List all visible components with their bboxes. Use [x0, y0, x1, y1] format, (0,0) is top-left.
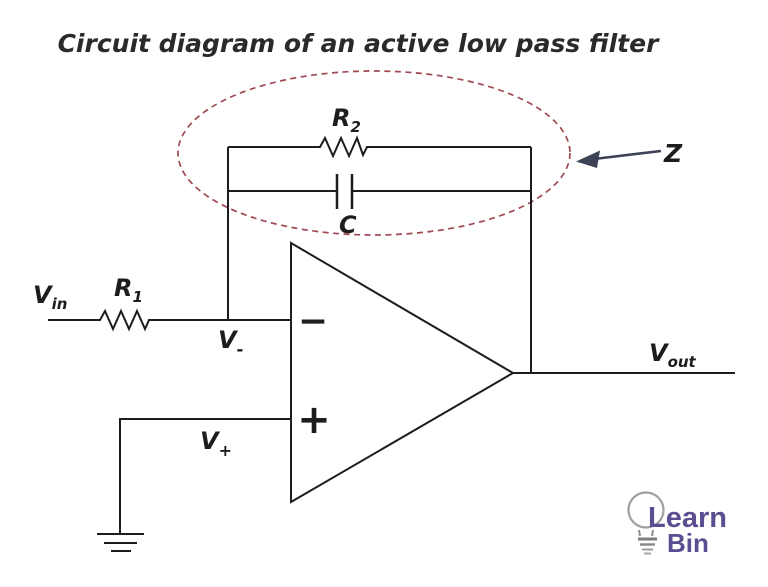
- noninverting-input-symbol: +: [297, 397, 331, 443]
- circuit-wires: [48, 135, 735, 552]
- logo-text-bin: Bin: [667, 528, 709, 558]
- r1-label: R1: [114, 274, 143, 306]
- feedback-highlight-ellipse: [177, 70, 571, 236]
- z-arrow-head: [576, 150, 600, 168]
- page-title: Circuit diagram of an active low pass fi…: [58, 29, 660, 58]
- circuit-labels: R2 C Z Vin R1 V- V+ Vout − +: [33, 104, 697, 460]
- z-label: Z: [663, 139, 683, 168]
- z-arrow-line: [593, 149, 662, 161]
- logo-text-learn: Learn: [648, 502, 727, 534]
- noninverting-input-wire: [119, 418, 291, 534]
- lightbulb-icon: [627, 491, 665, 555]
- opamp-triangle: [290, 241, 515, 504]
- resistor-r2: [228, 135, 531, 159]
- inverting-input-symbol: −: [298, 301, 328, 342]
- vplus-label: V+: [200, 427, 232, 460]
- c-label: C: [339, 211, 357, 239]
- vin-label: Vin: [33, 281, 67, 313]
- learnbin-logo: Learn Bin: [627, 491, 727, 558]
- ground-symbol: [97, 533, 144, 552]
- r2-label: R2: [332, 104, 361, 136]
- vout-label: Vout: [649, 339, 697, 371]
- vminus-label: V-: [218, 326, 244, 360]
- resistor-r1: [48, 308, 291, 332]
- z-arrow: [576, 149, 662, 168]
